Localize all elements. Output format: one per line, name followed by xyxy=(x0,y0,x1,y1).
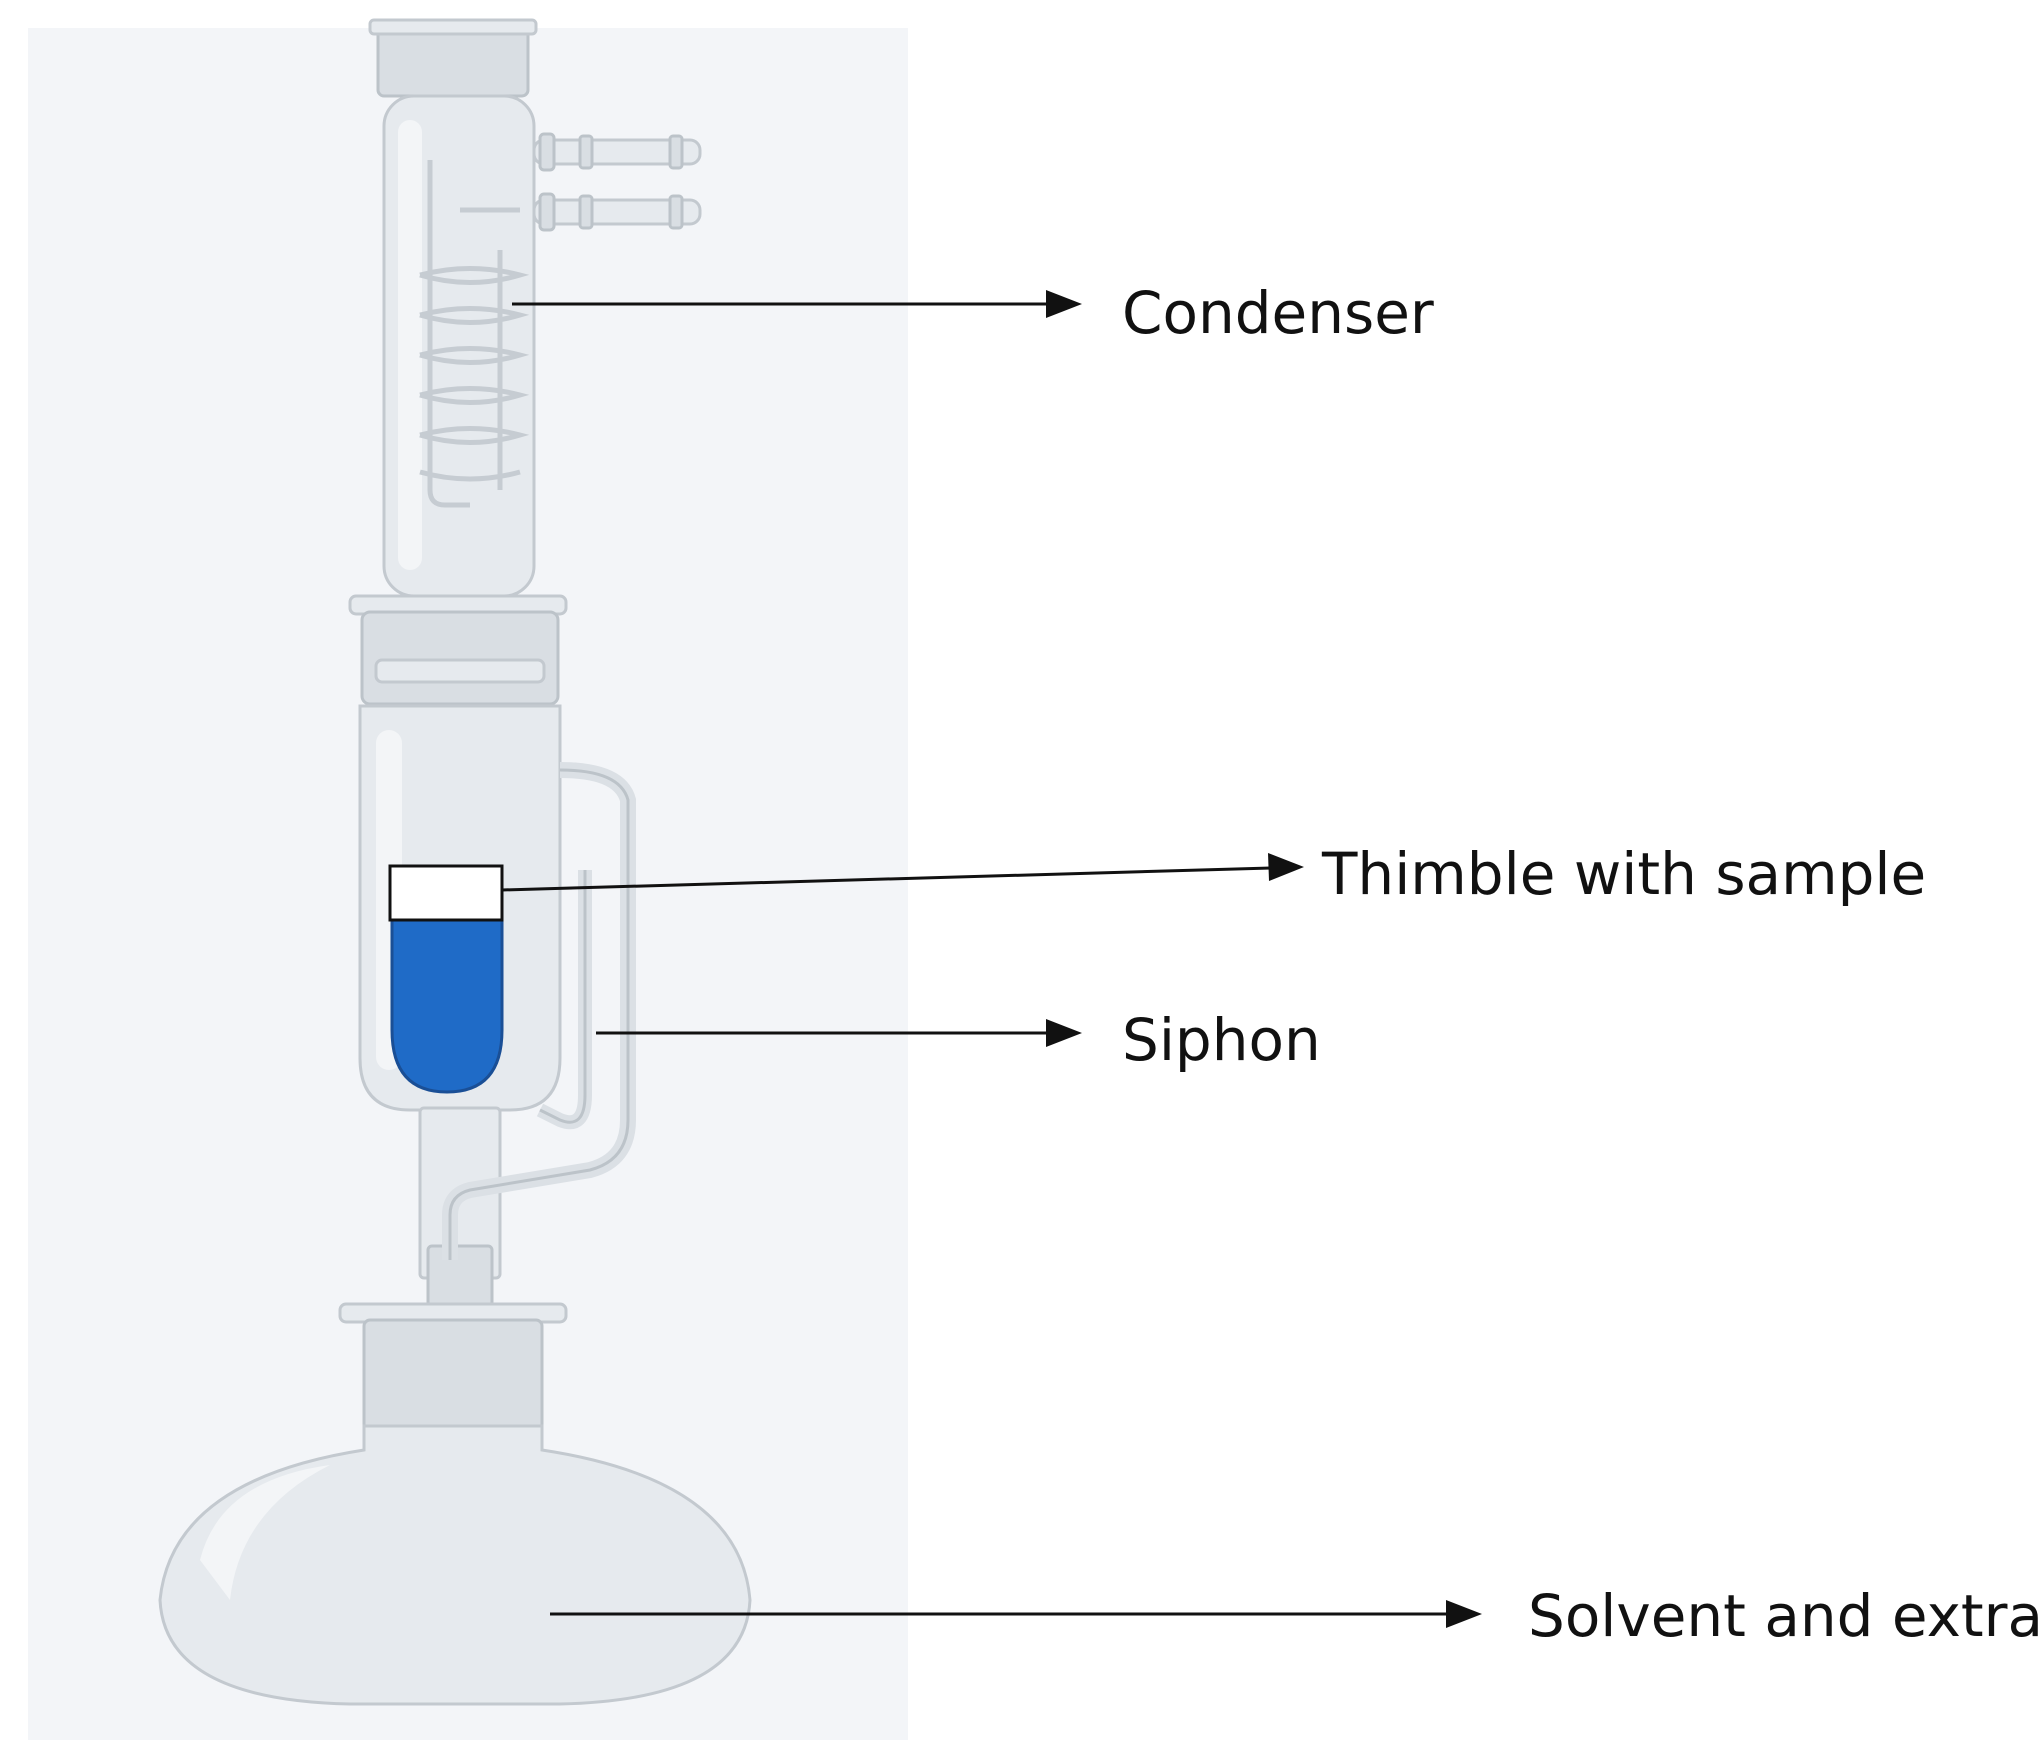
siphon-tube xyxy=(536,870,592,1130)
water-outlet-port xyxy=(532,192,702,232)
thimble-top xyxy=(388,864,504,922)
label-condenser: Condenser xyxy=(1122,279,1434,347)
callout-siphon: Siphon xyxy=(596,1006,1321,1074)
callout-thimble: Thimble with sample xyxy=(501,840,1926,908)
condenser-coil xyxy=(419,250,530,490)
condenser xyxy=(368,18,702,598)
thimble-sample xyxy=(390,918,504,1094)
label-thimble-with-sample: Thimble with sample xyxy=(1321,840,1926,908)
label-solvent-and-extract: Solvent and extract xyxy=(1528,1582,2044,1650)
thimble xyxy=(388,864,504,1094)
round-bottom-flask xyxy=(158,1424,752,1706)
lower-ground-joint xyxy=(338,1302,568,1432)
callout-condenser: Condenser xyxy=(512,279,1434,347)
upper-ground-joint xyxy=(348,594,568,706)
vapour-side-arm xyxy=(442,762,636,1260)
label-siphon: Siphon xyxy=(1122,1006,1321,1074)
water-inlet-port xyxy=(532,132,702,172)
callout-flask: Solvent and extract xyxy=(550,1582,2044,1650)
